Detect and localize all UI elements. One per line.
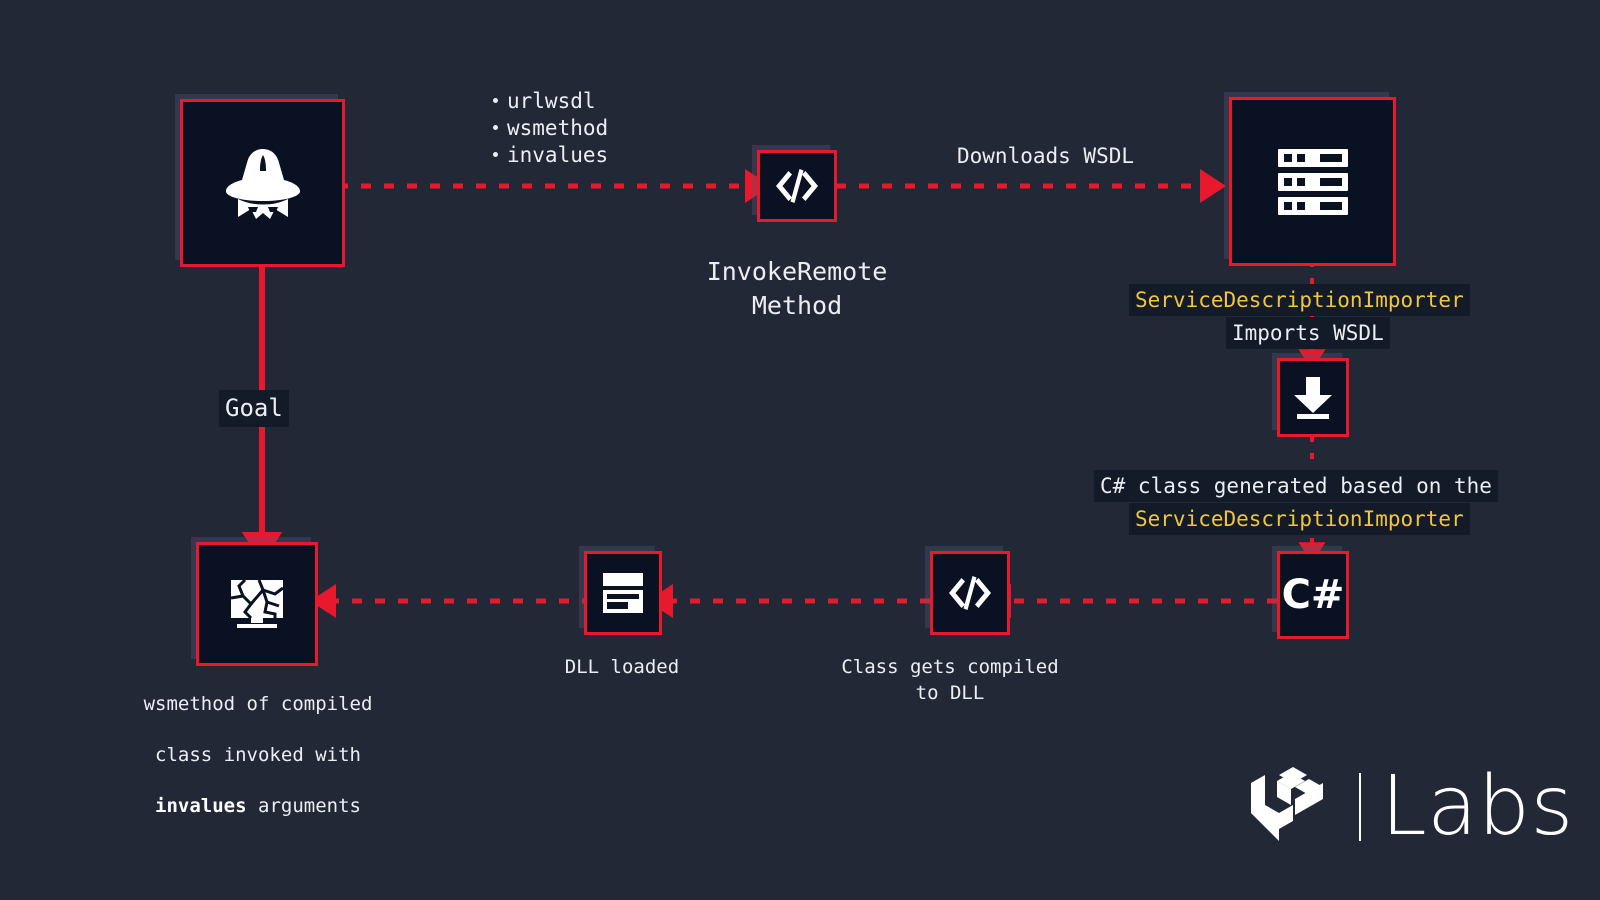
list-item: urlwsdl [493,88,608,115]
edge-label-imports-wsdl: Imports WSDL [1226,317,1390,350]
node-csharp-class[interactable]: C# [1277,551,1349,639]
edge-label-generated-line2: ServiceDescriptionImporter [1129,503,1470,536]
compromised-computer-icon [229,578,285,630]
node-invoke-remote-method[interactable] [757,150,837,222]
bullet-dot-icon [493,151,498,157]
csharp-label: C# [1281,572,1345,618]
caption-invoke-remote-method: InvokeRemote Method [706,257,888,320]
brand-lockup: Labs [1247,765,1574,849]
bullet-dot-icon [493,98,498,103]
params-bullet-list: urlwsdl wsmethod invalues [493,88,608,169]
param-label: wsmethod [507,115,609,140]
param-label: urlwsdl [507,89,596,113]
dll-window-icon [601,571,645,615]
brand-divider [1359,773,1361,841]
caption-class-compile: Class gets compiled to DLL [841,656,1059,704]
caption-dll-loaded: DLL loaded [564,656,680,678]
caption-victim-host: wsmethod of compiled class invoked with … [120,666,396,845]
server-icon [1277,148,1348,216]
node-attacker[interactable] [180,99,345,267]
node-dll-loaded[interactable] [584,551,662,635]
caption-victim-invalues: invalues [155,795,247,818]
node-download[interactable] [1277,358,1349,437]
caption-victim-line3: invalues arguments [120,794,396,820]
caption-victim-line1: wsmethod of compiled [143,692,373,715]
list-item: invalues [493,142,608,169]
edge-label-goal: Goal [219,390,289,427]
edge-label-importer-1: ServiceDescriptionImporter [1129,284,1470,317]
code-icon [773,166,821,206]
node-class-compile[interactable] [930,551,1010,635]
download-icon [1291,375,1335,421]
code-icon [946,573,994,613]
edge-label-downloads-wsdl: Downloads WSDL [957,144,1135,168]
praetorian-logo-icon [1247,765,1339,849]
edge-label-generated-line1: C# class generated based on the [1094,470,1498,503]
caption-victim-line2: class invoked with [155,743,361,766]
node-victim-host[interactable] [196,542,318,666]
bullet-dot-icon [493,124,498,130]
caption-victim-arguments: arguments [246,795,361,818]
brand-word: Labs [1381,759,1574,854]
list-item: wsmethod [493,115,608,142]
user-secret-icon [220,141,306,225]
param-label: invalues [507,142,609,167]
node-server[interactable] [1229,97,1396,266]
